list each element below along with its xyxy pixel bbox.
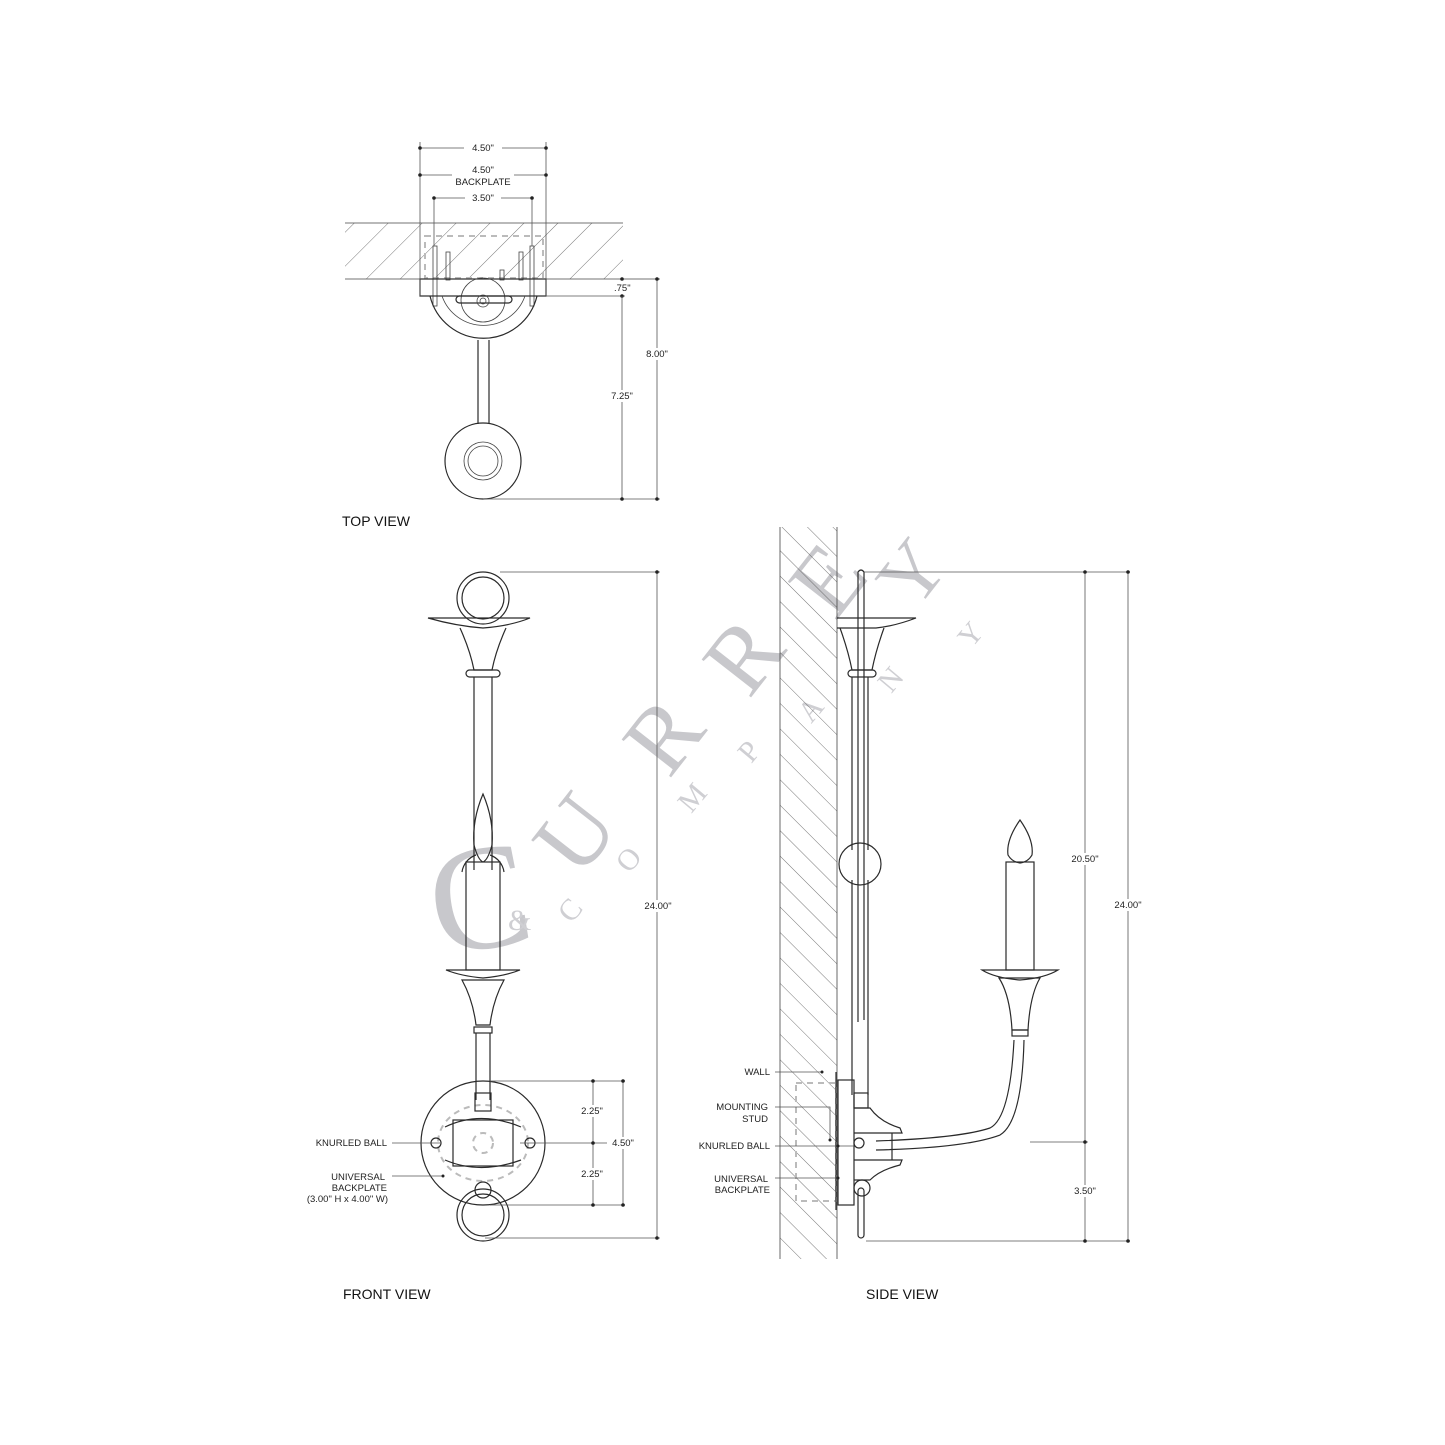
dim-upper-half: 2.25" <box>581 1106 603 1117</box>
callout-universal-3: (3.00" H x 4.00" W) <box>307 1194 388 1205</box>
dim-side-overall-height: 24.00" <box>1114 900 1141 911</box>
arm-side <box>875 1039 1015 1142</box>
knurled-bar-top <box>455 295 513 304</box>
dim-backplate-depth: .75" <box>614 283 631 294</box>
view-title-side: SIDE VIEW <box>866 1286 939 1302</box>
watermark: C U R R E Y & C O M P A N Y <box>416 523 991 988</box>
backplate-top <box>419 278 547 297</box>
knurled-ball-side <box>853 1137 865 1149</box>
dim-backplate-width: 4.50" <box>472 165 494 176</box>
universal-backplate-outline <box>437 1104 529 1182</box>
dim-side-upper-height: 20.50" <box>1071 854 1098 865</box>
view-title-top: TOP VIEW <box>342 513 411 529</box>
candle-cup-top <box>444 422 522 500</box>
dim-overall-depth: 8.00" <box>646 349 668 360</box>
dim-side-lower-height: 3.50" <box>1074 1186 1096 1197</box>
callout-knurled-ball-front: KNURLED BALL <box>316 1138 387 1149</box>
callout-mounting-2: STUD <box>742 1114 768 1125</box>
rod-side <box>857 569 865 1022</box>
cup-top <box>460 277 506 323</box>
dim-arm-reach: 7.25" <box>611 391 633 402</box>
callout-wall: WALL <box>744 1067 770 1078</box>
watermark-ampersand: & <box>508 904 531 937</box>
callout-knurled-ball-side: KNURLED BALL <box>699 1141 770 1152</box>
wall-section-top <box>345 223 623 279</box>
view-title-front: FRONT VIEW <box>343 1286 431 1302</box>
watermark-sub-n: N <box>871 661 910 699</box>
callout-mounting-1: MOUNTING <box>716 1102 768 1113</box>
watermark-sub-y: Y <box>951 616 990 654</box>
wall-section-side <box>780 527 837 1259</box>
watermark-sub-p: P <box>731 735 767 769</box>
watermark-letter-u: U <box>512 774 638 893</box>
dim-backplate-label: BACKPLATE <box>455 177 510 188</box>
watermark-letter-r1: R <box>602 677 725 793</box>
dim-backplate-height: 4.50" <box>612 1138 634 1149</box>
side-view: 20.50" 24.00" 3.50" WALL MOUNTING STUD K… <box>699 527 1147 1302</box>
junction-box-outline <box>424 235 544 279</box>
bobeche-outline-top <box>429 295 538 339</box>
callout-universal-1: UNIVERSAL <box>331 1172 385 1183</box>
bobeche-side <box>979 969 1061 981</box>
dim-stud-spacing: 3.50" <box>472 193 494 204</box>
backplate-side <box>837 1079 855 1206</box>
lower-bobeche-front <box>445 969 521 979</box>
top-ring <box>456 571 510 625</box>
dim-overall-width: 4.50" <box>472 143 494 154</box>
candle-flame-side <box>1007 818 1033 864</box>
top-bobeche-side <box>837 617 917 629</box>
dim-lower-half: 2.25" <box>581 1169 603 1180</box>
dim-front-overall-height: 24.00" <box>644 901 671 912</box>
front-view: 24.00" 2.25" 2.25" 4.50" KNURLED BALL UN… <box>307 570 676 1302</box>
canopy-side <box>854 1107 903 1134</box>
candle-sleeve-side <box>1005 861 1035 971</box>
callout-universal-side-1: UNIVERSAL <box>714 1174 768 1185</box>
bottom-ring <box>456 1188 510 1242</box>
top-bobeche <box>427 617 531 629</box>
callout-universal-side-2: BACKPLATE <box>715 1185 770 1196</box>
top-view: 4.50" 4.50" BACKPLATE 3.50" .75" 7.25" 8… <box>342 142 673 529</box>
watermark-letter-y: Y <box>860 523 965 623</box>
mounting-stud-left <box>432 245 438 307</box>
callout-universal-2: BACKPLATE <box>332 1183 387 1194</box>
stem-ball-side <box>838 842 882 886</box>
watermark-sub-c: C <box>551 892 589 929</box>
canopy-front <box>452 1119 514 1167</box>
